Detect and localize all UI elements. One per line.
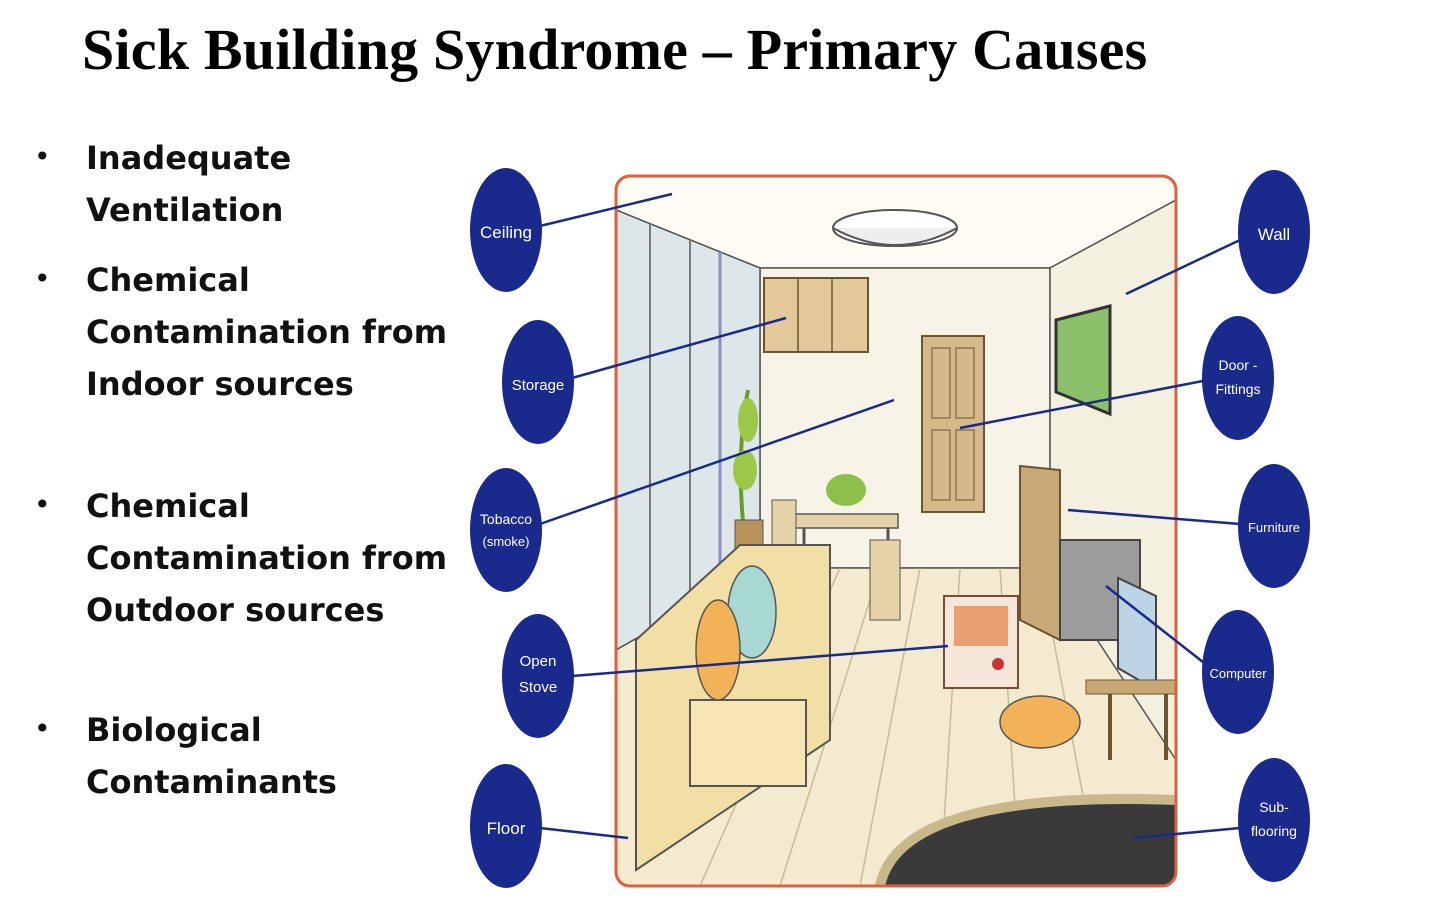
bullet-item-ventilation: Inadequate Ventilation — [86, 132, 486, 236]
bullet-line: Contamination from — [86, 539, 448, 577]
badge-furniture: Furniture — [1238, 464, 1310, 588]
bullet-marker: • — [34, 262, 51, 295]
badge-open-stove: Open Stove — [502, 614, 574, 738]
badge-open-stove-bg — [502, 614, 574, 738]
badge-storage: Storage — [502, 320, 574, 444]
badge-wall-bg — [1238, 170, 1310, 294]
badge-floor: Floor — [470, 764, 542, 888]
badge-floor-label: Floor — [487, 819, 526, 838]
badge-storage-bg — [502, 320, 574, 444]
badge-door-fittings-bg — [1202, 316, 1274, 440]
bullet-line: Contamination from — [86, 313, 448, 351]
bullet-item-biological: Biological Contaminants — [86, 704, 486, 808]
bullet-line: Inadequate Ventilation — [86, 139, 292, 229]
bullet-marker: • — [34, 712, 51, 745]
badge-tobacco-label-1: Tobacco — [480, 511, 532, 527]
badge-door-fittings: Door - Fittings — [1202, 316, 1274, 440]
bullet-marker: • — [34, 140, 51, 173]
bullet-line: Chemical — [86, 261, 250, 299]
badge-door-fittings-label-2: Fittings — [1215, 381, 1260, 397]
slide-title: Sick Building Syndrome – Primary Causes — [82, 17, 1148, 82]
room-frame — [614, 174, 1178, 888]
badge-computer: Computer — [1202, 610, 1274, 734]
bullet-list: • Inadequate Ventilation • Chemical Cont… — [0, 0, 500, 924]
bullet-line: Chemical — [86, 487, 250, 525]
badge-furniture-label: Furniture — [1248, 520, 1300, 535]
badge-ceiling: Ceiling — [470, 168, 542, 292]
bullet-marker: • — [34, 488, 51, 521]
badge-wall-label: Wall — [1258, 225, 1290, 244]
room-scene — [616, 176, 1176, 886]
badge-furniture-bg — [1238, 464, 1310, 588]
badge-ceiling-bg — [470, 168, 542, 292]
badge-subflooring-label-2: flooring — [1251, 823, 1297, 839]
bullet-line: Outdoor sources — [86, 591, 385, 629]
bullet-line: Indoor sources — [86, 365, 354, 403]
leader-lines — [539, 192, 1241, 840]
badge-tobacco: Tobacco (smoke) — [470, 468, 542, 592]
bullet-item-outdoor-chemical: Chemical Contamination from Outdoor sour… — [86, 480, 486, 636]
badge-ceiling-label: Ceiling — [480, 223, 532, 242]
badge-subflooring-bg — [1238, 758, 1310, 882]
bullet-line: Contaminants — [86, 763, 337, 801]
badge-wall: Wall — [1238, 170, 1310, 294]
badge-tobacco-bg — [470, 468, 542, 592]
badge-open-stove-label-2: Stove — [519, 679, 557, 696]
badge-door-fittings-label-1: Door - — [1219, 357, 1258, 373]
bullet-item-indoor-chemical: Chemical Contamination from Indoor sourc… — [86, 254, 486, 410]
bullet-line: Biological — [86, 711, 262, 749]
badge-computer-bg — [1202, 610, 1274, 734]
badge-subflooring-label-1: Sub- — [1259, 799, 1289, 815]
badge-open-stove-label-1: Open — [520, 653, 557, 670]
badge-storage-label: Storage — [512, 377, 565, 394]
badge-tobacco-label-2: (smoke) — [483, 534, 530, 549]
badge-floor-bg — [470, 764, 542, 888]
badge-subflooring: Sub- flooring — [1238, 758, 1310, 882]
badge-computer-label: Computer — [1209, 666, 1267, 681]
